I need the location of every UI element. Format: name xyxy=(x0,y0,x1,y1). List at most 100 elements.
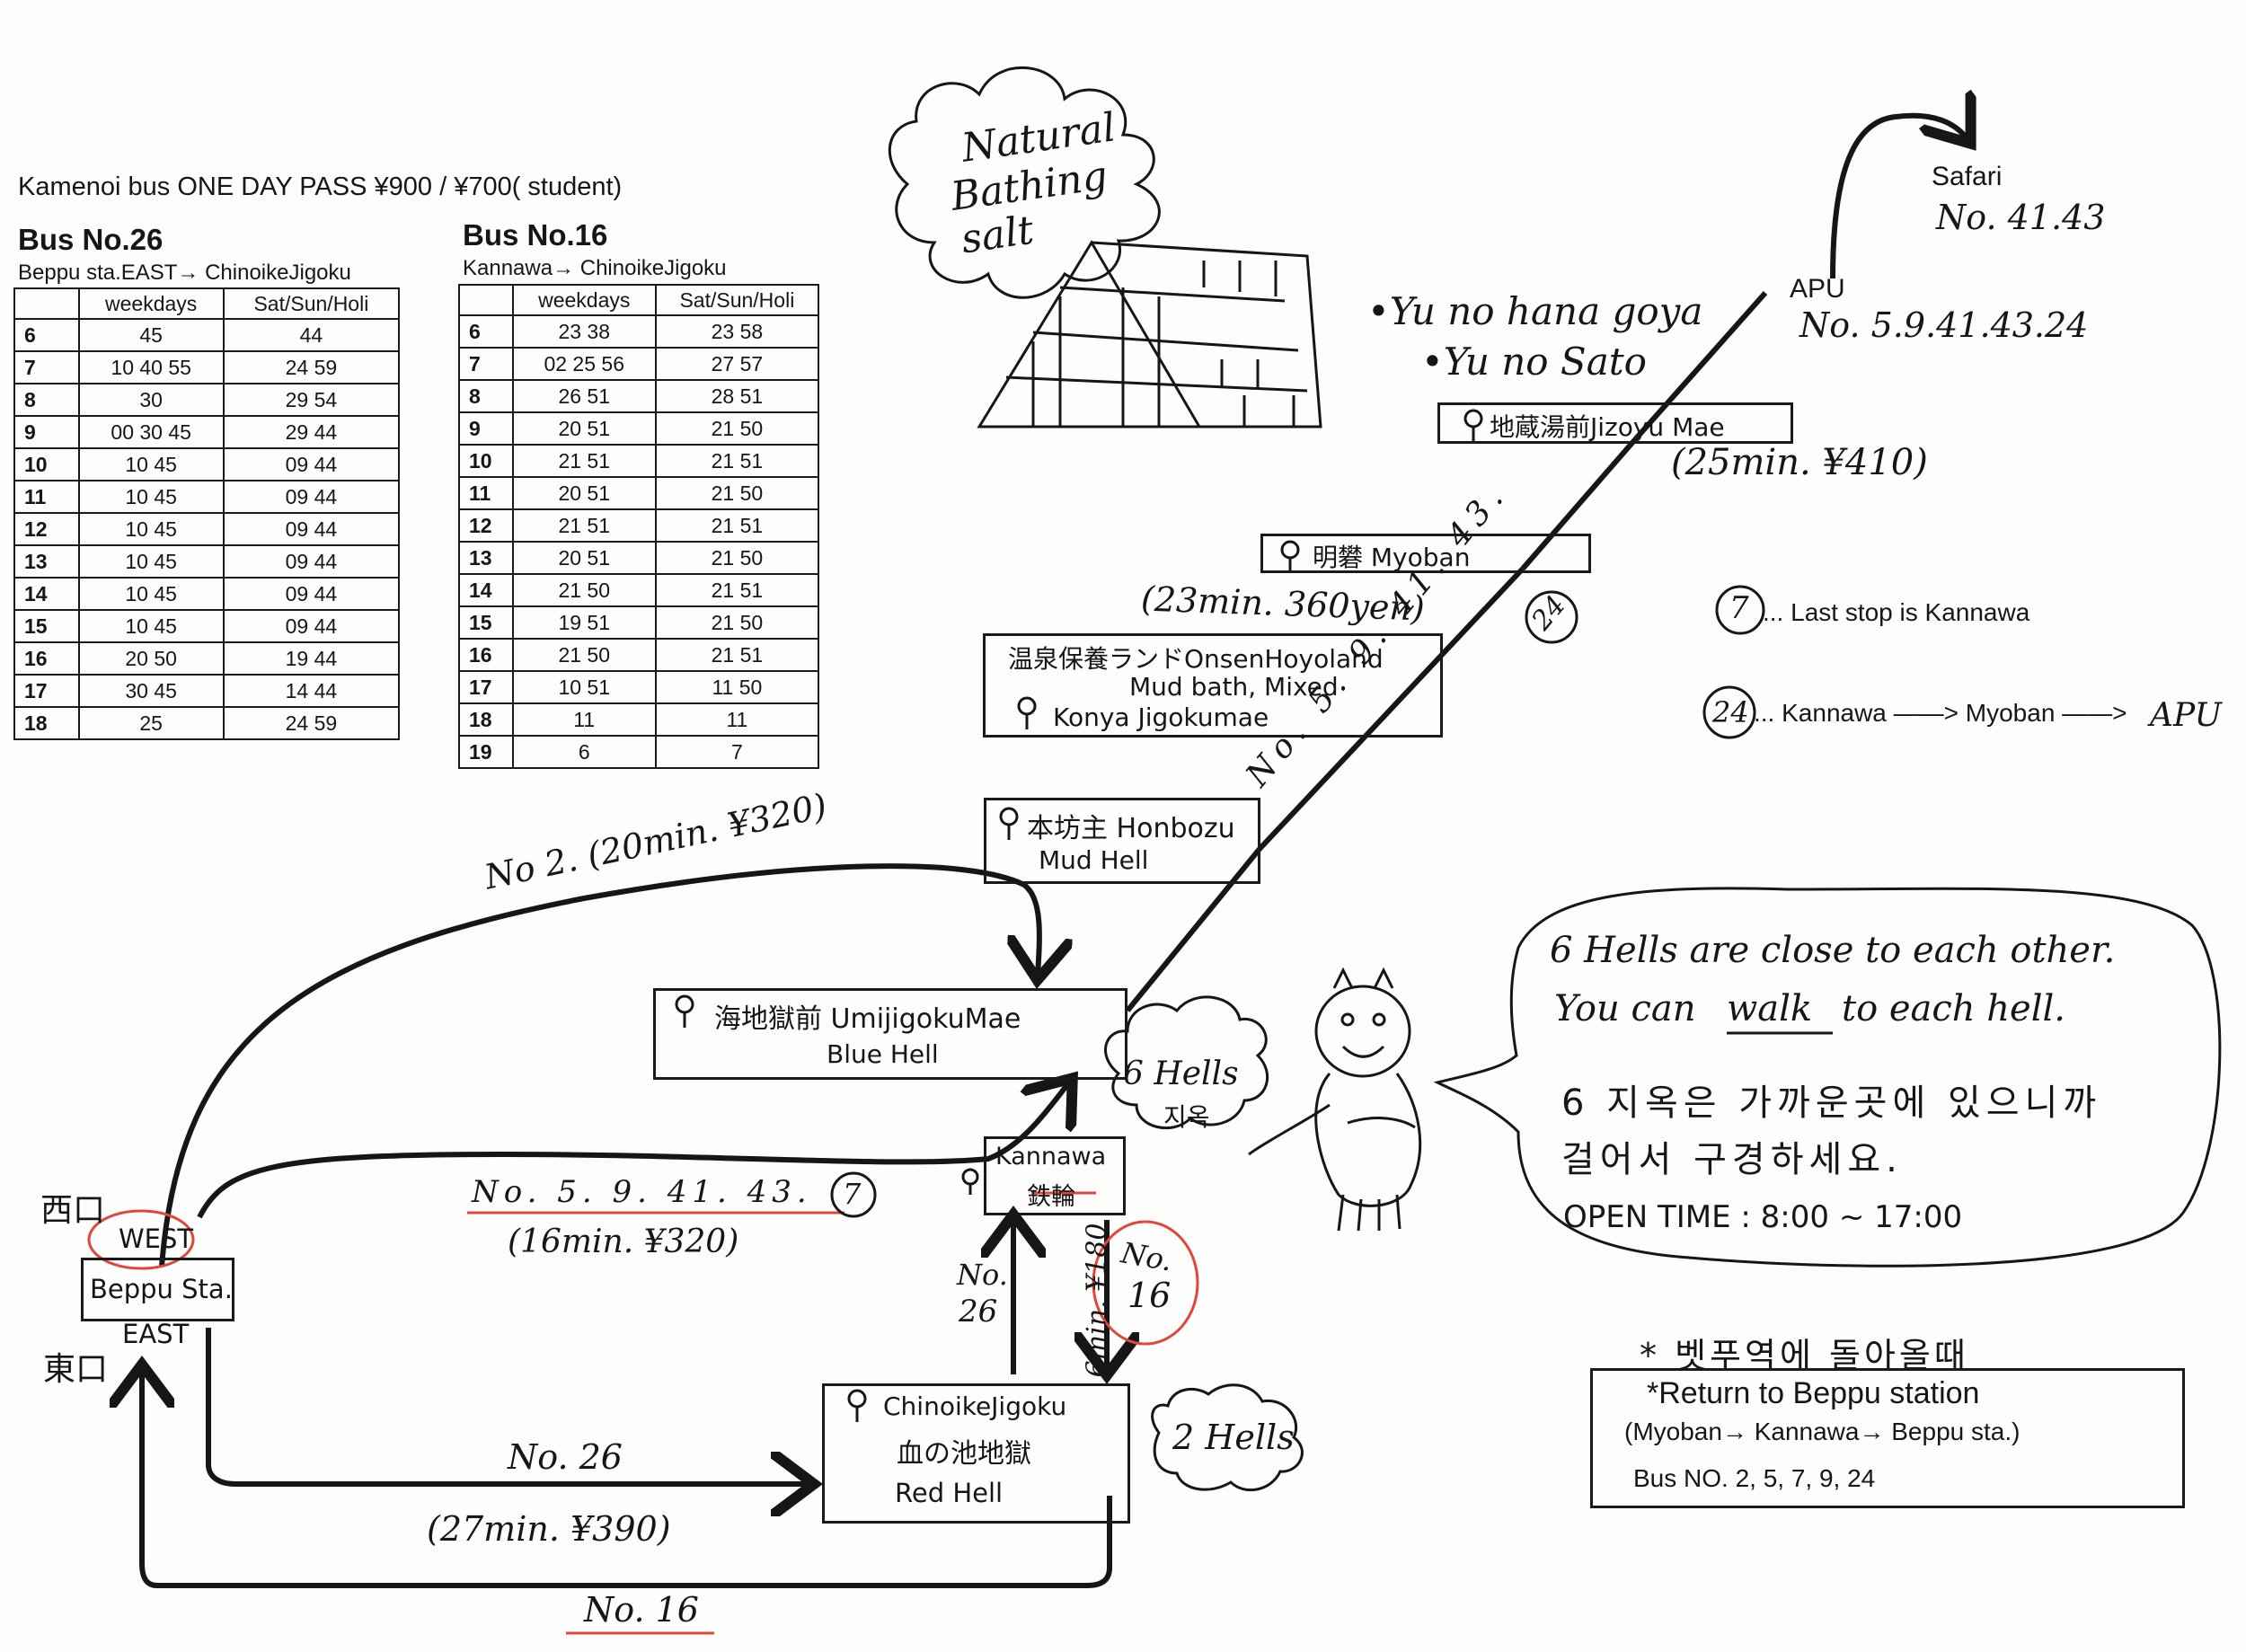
bus16-hour-cell: 13 xyxy=(458,541,514,575)
yunohana-goya: •Yu no hana goya xyxy=(1367,289,1703,333)
bus16-hour-cell: 16 xyxy=(458,638,514,672)
speech-line2b: walk xyxy=(1727,988,1813,1029)
bus16-weekday-cell: 6 xyxy=(511,735,657,769)
bus26-header-weekdays: weekdays xyxy=(77,287,225,320)
west-route-curve xyxy=(197,1082,1069,1219)
bus26-weekday-cell: 45 xyxy=(77,318,225,352)
speech-line2c: to each hell. xyxy=(1842,988,2066,1029)
bus26-hour-cell: 16 xyxy=(13,641,80,676)
bus26-weekend-cell: 09 44 xyxy=(222,609,401,643)
bus16-weekend-cell: 21 51 xyxy=(654,444,820,478)
yunohana-sato: •Yu no Sato xyxy=(1421,340,1647,384)
bus26-hour-cell: 8 xyxy=(13,383,80,417)
bus16-hour-cell: 6 xyxy=(458,314,514,349)
west-red-circle xyxy=(87,1209,195,1270)
bus26-hour-cell: 6 xyxy=(13,318,80,352)
bus26-header-hour xyxy=(13,287,80,320)
bus26-subtitle: Beppu sta.EAST→ ChinoikeJigoku xyxy=(18,261,351,285)
bus16-weekend-cell: 21 50 xyxy=(654,541,820,575)
legend-tf-circle xyxy=(1702,685,1756,739)
bus26-hour-cell: 18 xyxy=(13,706,80,740)
stop-chinoike-line3: Red Hell xyxy=(895,1478,1004,1508)
bus26-weekday-cell: 10 40 55 xyxy=(77,350,225,384)
bus26-weekday-cell: 10 45 xyxy=(77,544,225,579)
stop-jizoyu-mae: 地蔵湯前Jizoyu Mae xyxy=(1437,402,1793,444)
bus26-weekend-cell: 29 44 xyxy=(222,415,401,449)
bus16-hour-cell: 7 xyxy=(458,347,514,381)
bus26-weekday-cell: 10 45 xyxy=(77,512,225,546)
stop-umijigoku-line2: Blue Hell xyxy=(827,1039,939,1069)
stop-honbozu: 本坊主 Honbozu Mud Hell xyxy=(984,798,1260,884)
bus16-weekday-cell: 20 51 xyxy=(511,541,657,575)
bus26-weekday-cell: 25 xyxy=(77,706,225,740)
stop-kannawa: Kannawa 鉄輪 xyxy=(984,1136,1126,1215)
no2-route-curve xyxy=(159,863,1039,1268)
bus26-weekend-cell: 09 44 xyxy=(222,480,401,514)
bus26-title: Bus No.26 xyxy=(18,223,164,256)
speech-line3-korean: 6 지옥은 가까운곳에 있으니까 xyxy=(1561,1082,2102,1124)
bus26-weekend-cell: 09 44 xyxy=(222,512,401,546)
stop-chinoike-line1: ChinoikeJigoku xyxy=(883,1391,1067,1421)
beppu-east: EAST xyxy=(122,1319,190,1349)
return-info-box: *Return to Beppu station (Myoban→ Kannaw… xyxy=(1590,1368,2185,1508)
bus16-weekend-cell: 28 51 xyxy=(654,379,820,413)
stop-jizoyu-label: 地蔵湯前Jizoyu Mae xyxy=(1490,412,1725,442)
bus16-hour-cell: 10 xyxy=(458,444,514,478)
stop-myoban-label: 明礬 Myoban xyxy=(1313,543,1471,572)
no26-left-label: No. xyxy=(957,1258,1008,1292)
bus26-hour-cell: 15 xyxy=(13,609,80,643)
bus16-weekday-cell: 20 51 xyxy=(511,476,657,510)
bus16-header-weekend: Sat/Sun/Holi xyxy=(654,284,820,316)
bus16-weekday-cell: 19 51 xyxy=(511,605,657,640)
bus26-weekday-cell: 10 45 xyxy=(77,577,225,611)
stop-onsen-hoyoland: 温泉保養ランドOnsenHoyoland Mud bath, Mixed Kon… xyxy=(983,633,1443,738)
bus16-weekend-cell: 23 58 xyxy=(654,314,820,349)
bus26-header-row: weekdays Sat/Sun/Holi xyxy=(13,287,401,320)
safari-arrow xyxy=(1830,116,1967,279)
bus16-weekday-cell: 21 51 xyxy=(511,444,657,478)
diag-24-circle xyxy=(1525,590,1578,644)
apu-label: APU xyxy=(1790,274,1845,304)
bus26-weekday-cell: 20 50 xyxy=(77,641,225,676)
bus26-weekend-cell: 19 44 xyxy=(222,641,401,676)
legend-tf-apu: APU xyxy=(2150,697,2222,734)
bus16-weekend-cell: 21 51 xyxy=(654,573,820,607)
bus26-weekend-cell: 24 59 xyxy=(222,706,401,740)
bus26-weekday-cell: 00 30 45 xyxy=(77,415,225,449)
bus26-hour-cell: 11 xyxy=(13,480,80,514)
bus26-weekday-cell: 30 xyxy=(77,383,225,417)
return-route: (Myoban→ Kannawa→ Beppu sta.) xyxy=(1624,1418,2021,1445)
two-hells-bubble-outline xyxy=(1151,1383,1304,1491)
return-title: *Return to Beppu station xyxy=(1647,1376,1980,1410)
bus16-header-row: weekdays Sat/Sun/Holi xyxy=(458,284,820,316)
bus26-hour-cell: 7 xyxy=(13,350,80,384)
beppu-station-label: Beppu Sta. xyxy=(90,1274,233,1304)
bus16-weekend-cell: 7 xyxy=(654,735,820,769)
safari-label: Safari xyxy=(1932,162,2003,191)
bus16-weekend-cell: 21 51 xyxy=(654,638,820,672)
no16-red-circle xyxy=(1092,1220,1199,1346)
west-route-label: No. 5. 9. 41. 43. xyxy=(472,1174,812,1210)
west-route-circle-7: 7 xyxy=(843,1177,862,1211)
stop-onsen-line3: Konya Jigokumae xyxy=(1053,702,1269,732)
bus16-hour-cell: 17 xyxy=(458,670,514,704)
no26-bottom-label: No. 26 xyxy=(508,1437,623,1477)
bus16-weekday-cell: 21 50 xyxy=(511,573,657,607)
stop-onsen-line1: 温泉保養ランドOnsenHoyoland xyxy=(1008,644,1384,674)
apu-route-line-2 xyxy=(1257,566,1525,852)
stop-myoban: 明礬 Myoban xyxy=(1260,534,1591,573)
